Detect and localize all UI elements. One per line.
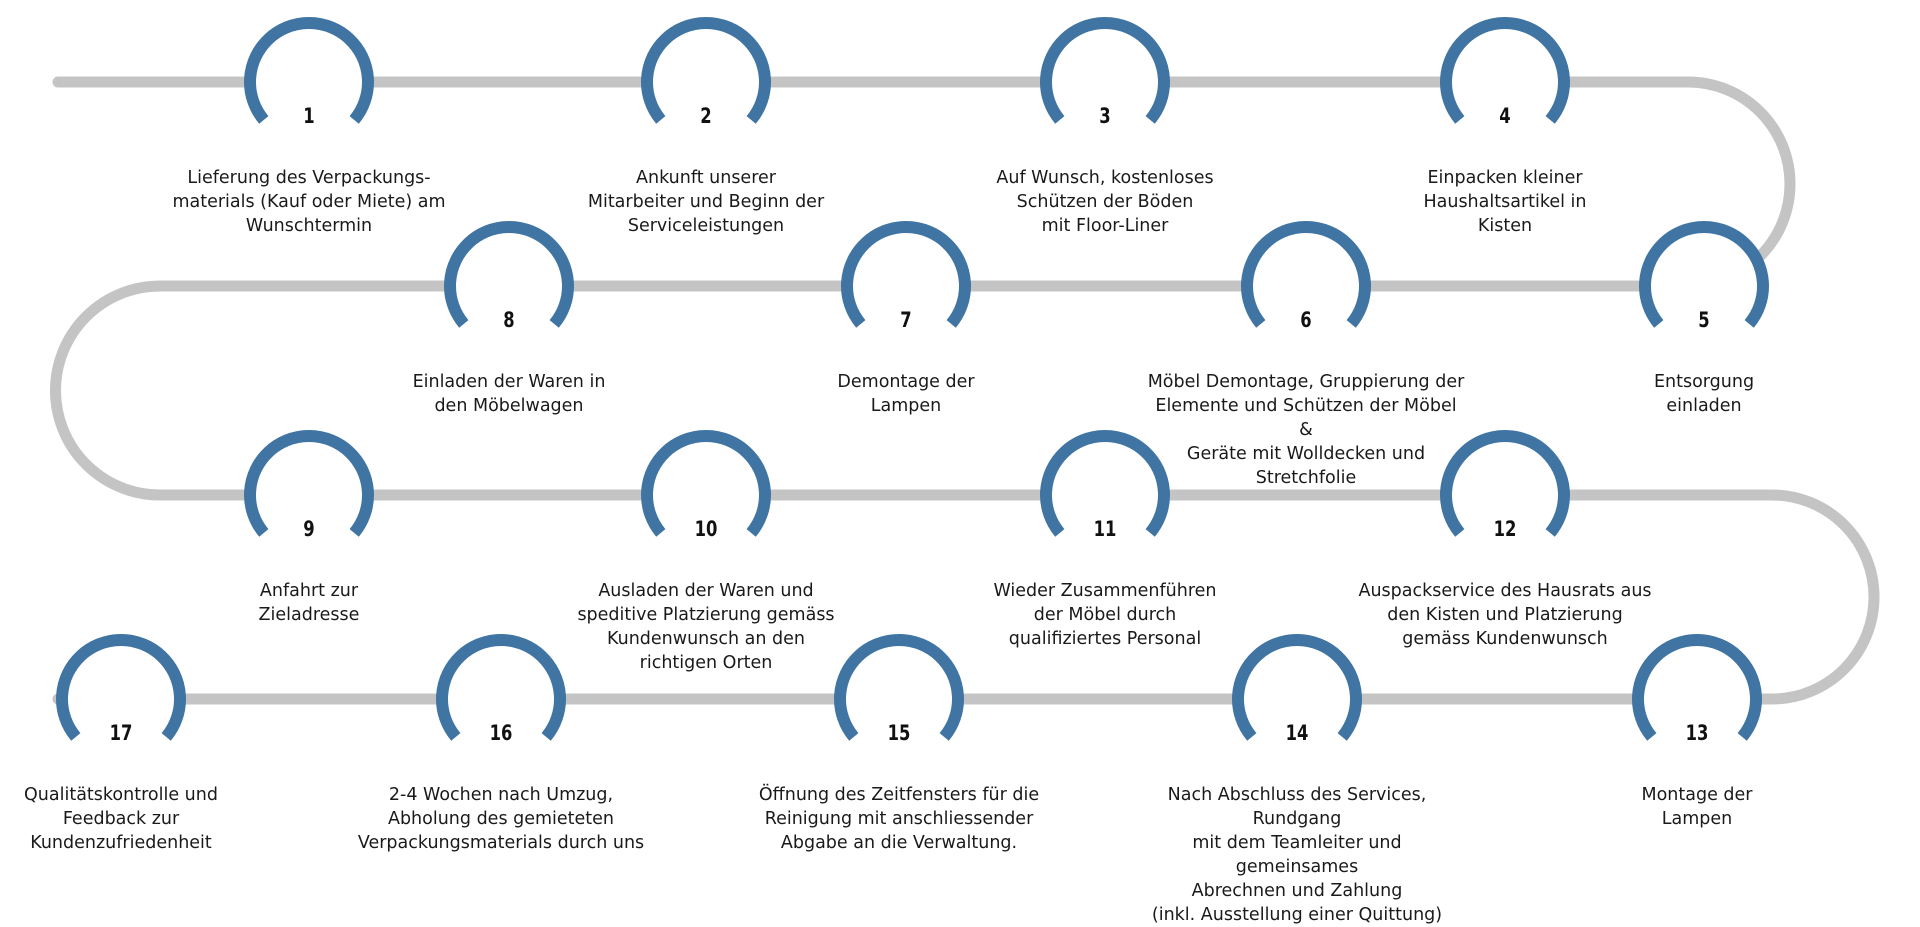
moving-truck-icon	[481, 252, 537, 308]
double-lamp-icon	[1669, 665, 1725, 721]
step-ring	[1639, 221, 1769, 342]
step-description: Ankunft unserer Mitarbeiter und Beginn d…	[587, 168, 825, 236]
step-number: 7	[900, 308, 912, 332]
step-description: Auspackservice des Hausrats aus den Kist…	[1358, 581, 1652, 649]
gear-boxes-icon	[1077, 461, 1133, 517]
step-number: 1	[303, 104, 315, 128]
step-number: 9	[303, 517, 315, 541]
step-description: 2-4 Wochen nach Umzug, Abholung des gemi…	[357, 785, 645, 853]
step-ring	[641, 17, 771, 138]
step-number: 8	[503, 308, 515, 332]
step-description: Lieferung des Verpackungs- materials (Ka…	[172, 168, 446, 236]
step-number: 3	[1099, 104, 1111, 128]
step-ring	[1440, 430, 1570, 551]
walking-worker-icon	[678, 48, 734, 104]
step-description: Nach Abschluss des Services, Rundgang mi…	[1151, 785, 1443, 925]
blankets-icon	[1278, 252, 1334, 308]
payment-hand-icon	[1269, 665, 1325, 721]
step-description: Möbel Demontage, Gruppierung der Element…	[1147, 372, 1465, 488]
step-ring	[834, 634, 964, 755]
shield-icon	[1077, 48, 1133, 104]
ceiling-lamp-icon	[878, 252, 934, 308]
step-description: Entsorgung einladen	[1653, 372, 1755, 416]
clock-icon	[473, 665, 529, 721]
step-number: 16	[489, 721, 513, 745]
timeline-path	[50, 76, 1880, 705]
step-description: Ausladen der Waren und speditive Platzie…	[577, 581, 835, 673]
step-description: Öffnung des Zeitfensters für die Reinigu…	[758, 785, 1040, 853]
step-ring	[1232, 634, 1362, 755]
step-number: 14	[1285, 721, 1309, 745]
open-box-icon	[1477, 461, 1533, 517]
step-ring	[1241, 221, 1371, 342]
step-ring	[444, 221, 574, 342]
step-ring	[436, 634, 566, 755]
stacked-boxes-icon	[678, 461, 734, 517]
box-icon	[1477, 48, 1533, 104]
step-ring	[641, 430, 771, 551]
step-number: 6	[1300, 308, 1312, 332]
timeline-track	[50, 76, 1880, 705]
step-number: 13	[1685, 721, 1709, 745]
step-description: Auf Wunsch, kostenloses Schützen der Böd…	[996, 168, 1214, 236]
step-ring	[1040, 17, 1170, 138]
step-description: Einladen der Waren in den Möbelwagen	[412, 372, 606, 416]
package-clock-icon	[281, 48, 337, 104]
cleaning-icon	[871, 665, 927, 721]
team-rating-icon	[93, 665, 149, 721]
step-ring	[1632, 634, 1762, 755]
step-number: 17	[109, 721, 133, 745]
step-description: Qualitätskontrolle und Feedback zur Kund…	[24, 785, 218, 853]
step-description: Wieder Zusammenführen der Möbel durch qu…	[993, 581, 1217, 649]
map-pin-icon	[281, 461, 337, 517]
step-ring	[841, 221, 971, 342]
step-ring	[244, 430, 374, 551]
step-description: Anfahrt zur Zieladresse	[258, 581, 360, 625]
step-number: 10	[694, 517, 718, 541]
step-number: 12	[1493, 517, 1517, 541]
trash-icon	[1676, 252, 1732, 308]
step-ring	[1440, 17, 1570, 138]
step-number: 15	[887, 721, 911, 745]
step-number: 11	[1093, 517, 1117, 541]
step-number: 5	[1698, 308, 1710, 332]
step-number: 2	[700, 104, 712, 128]
step-ring	[56, 634, 186, 755]
step-ring	[1040, 430, 1170, 551]
step-description: Montage der Lampen	[1641, 785, 1753, 829]
step-description: Einpacken kleiner Haushaltsartikel in Ki…	[1423, 168, 1587, 236]
step-description: Demontage der Lampen	[837, 372, 975, 416]
step-ring	[244, 17, 374, 138]
step-number: 4	[1499, 104, 1511, 128]
